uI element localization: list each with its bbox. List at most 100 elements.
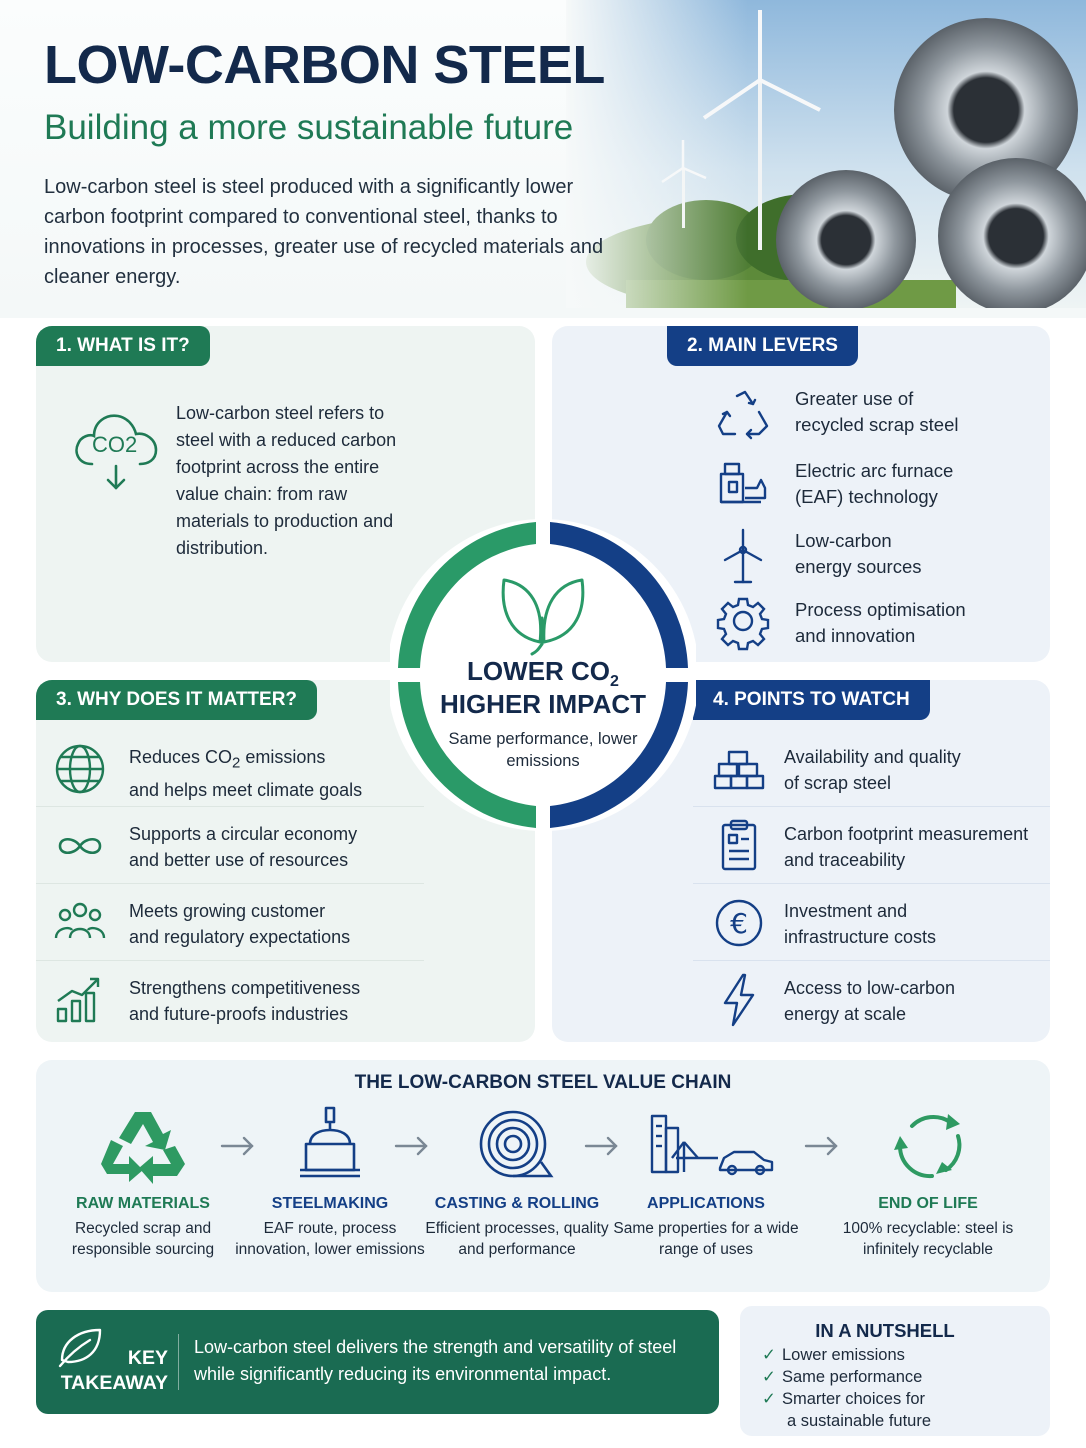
why-label-line1: Meets growing customer <box>129 901 326 921</box>
chain-step-desc: Same properties for a wide range of uses <box>613 1220 799 1258</box>
chain-step-name: APPLICATIONS <box>647 1195 765 1212</box>
lever-label-line2: and innovation <box>795 625 916 646</box>
ring-bottom-right <box>550 682 688 828</box>
chain-step-desc: EAF route, process innovation, lower emi… <box>235 1220 425 1258</box>
scrap-blocks-icon <box>713 750 765 790</box>
section-tag-why: 3. WHY DOES IT MATTER? <box>36 680 318 720</box>
nutshell-item: ✓Lower emissions <box>762 1346 905 1364</box>
hero-image-wind-turbines-steel-coils <box>566 0 1086 308</box>
city-car-icon <box>650 1114 774 1176</box>
chain-step-desc: Efficient processes, quality and perform… <box>425 1220 609 1258</box>
cycle-arrows-icon <box>894 1114 962 1179</box>
center-badge <box>390 514 696 836</box>
watch-label-line1: Investment and <box>784 901 908 921</box>
chain-step-casting-rolling: CASTING & ROLLING Efficient processes, q… <box>417 1106 617 1260</box>
chain-step-name: STEELMAKING <box>271 1195 389 1212</box>
why-item: Reduces CO2 emissions and helps meet clim… <box>36 730 424 807</box>
lever-item: Low-carbon energy sources <box>715 528 1035 588</box>
section-tag-what: 1. WHAT IS IT? <box>36 326 210 366</box>
watch-label-line2: of scrap steel <box>784 773 892 793</box>
ladle-icon <box>300 1106 360 1178</box>
intro-paragraph: Low-carbon steel is steel produced with … <box>44 176 604 288</box>
nutshell-item: ✓Same performance <box>762 1368 923 1386</box>
growth-chart-icon <box>56 977 100 1023</box>
why-label-subscript: 2 <box>232 754 241 772</box>
svg-text:€: € <box>730 907 748 940</box>
why-label-line1: Strengthens competitiveness <box>129 978 361 998</box>
chain-step-applications: APPLICATIONS Same properties for a wide … <box>606 1106 806 1260</box>
leaves-icon <box>501 578 585 656</box>
chain-arrow-icon <box>584 1136 618 1156</box>
chain-step-raw-materials: RAW MATERIALS Recycled scrap and respons… <box>43 1106 243 1260</box>
co2-cloud-icon: CO2 <box>75 414 158 490</box>
page-title: LOW-CARBON STEEL <box>44 35 605 95</box>
infinity-icon <box>58 837 102 855</box>
chain-step-desc: Recycled scrap and responsible sourcing <box>71 1220 215 1258</box>
lever-label-line1: Electric arc furnace <box>795 460 954 481</box>
section-tag-watch: 4. POINTS TO WATCH <box>693 680 930 720</box>
euro-icon: € <box>715 899 763 947</box>
people-icon <box>54 902 106 939</box>
why-label-part: Reduces CO <box>129 747 233 767</box>
watch-item: Availability and quality of scrap steel <box>693 730 1050 807</box>
chain-step-name: END OF LIFE <box>878 1195 978 1212</box>
nutshell-panel <box>740 1306 1050 1436</box>
lightning-icon <box>723 973 755 1027</box>
key-takeaway-text: Low-carbon steel delivers the strength a… <box>194 1337 677 1384</box>
nutshell-item-continued: a sustainable future <box>787 1412 932 1430</box>
nutshell-item: ✓Smarter choices for <box>762 1390 926 1408</box>
gear-icon <box>716 597 770 651</box>
chain-step-name: RAW MATERIALS <box>76 1195 210 1212</box>
why-item: Strengthens competitiveness and future-pr… <box>36 961 424 1038</box>
lever-label-line2: (EAF) technology <box>795 486 938 507</box>
what-description: Low-carbon steel refers to steel with a … <box>176 403 397 558</box>
watch-label-line1: Availability and quality <box>784 747 961 767</box>
why-label-line1: Supports a circular economy <box>129 824 358 844</box>
watch-label-line1: Carbon footprint measurement <box>784 824 1029 844</box>
svg-text:CO2: CO2 <box>92 432 137 457</box>
chain-arrow-icon <box>804 1136 838 1156</box>
leaf-icon <box>58 1328 102 1368</box>
lever-item: Greater use of recycled scrap steel <box>715 386 1035 446</box>
lever-label-line2: recycled scrap steel <box>795 414 959 435</box>
watch-label-line2: and traceability <box>784 850 906 870</box>
check-icon: ✓ <box>762 1368 776 1386</box>
why-label-part: emissions <box>240 747 326 767</box>
check-icon: ✓ <box>762 1346 776 1364</box>
ring-top-right <box>550 522 688 668</box>
chain-step-steelmaking: STEELMAKING EAF route, process innovatio… <box>230 1106 430 1260</box>
center-title-line2: HIGHER IMPACT <box>439 689 647 719</box>
recycle-icon <box>717 390 769 440</box>
chain-arrow-icon <box>394 1136 428 1156</box>
lever-label-line1: Greater use of <box>795 388 914 409</box>
clipboard-icon <box>721 819 757 871</box>
why-label-line2: and better use of resources <box>129 850 349 870</box>
wind-turbine-icon <box>723 528 763 584</box>
lever-item: Process optimisation and innovation <box>715 597 1035 657</box>
center-title-line1: LOWER CO2 <box>467 656 619 691</box>
why-item: Supports a circular economy and better us… <box>36 807 424 884</box>
lever-item: Electric arc furnace (EAF) technology <box>715 458 1035 518</box>
chain-step-desc: 100% recyclable: steel is infinitely rec… <box>842 1220 1014 1258</box>
lever-label-line2: energy sources <box>795 556 922 577</box>
lever-label-line1: Low-carbon <box>795 530 892 551</box>
value-chain-title: THE LOW-CARBON STEEL VALUE CHAIN <box>354 1072 732 1093</box>
recycle-icon <box>101 1112 185 1184</box>
watch-label-line2: energy at scale <box>784 1004 907 1024</box>
chain-step-name: CASTING & ROLLING <box>434 1195 600 1212</box>
watch-label-line2: infrastructure costs <box>784 927 937 947</box>
furnace-icon <box>719 462 767 504</box>
nutshell-title: IN A NUTSHELL <box>815 1320 955 1341</box>
page-subtitle: Building a more sustainable future <box>44 108 574 147</box>
globe-icon <box>55 744 105 794</box>
why-label-line2: and helps meet climate goals <box>129 779 363 800</box>
why-label-line2: and future-proofs industries <box>129 1004 349 1024</box>
ring-top-left <box>398 522 536 668</box>
center-caption: Same performance, lower emissions <box>448 730 638 770</box>
watch-item: € Investment and infrastructure costs <box>693 884 1050 961</box>
key-takeaway-panel <box>36 1310 719 1414</box>
lever-label-line1: Process optimisation <box>795 599 966 620</box>
